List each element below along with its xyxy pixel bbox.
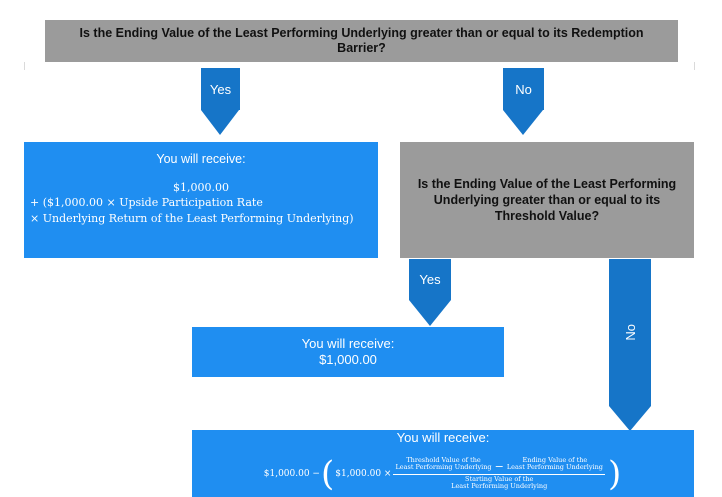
question-redemption-text: Is the Ending Value of the Least Perform… (79, 26, 644, 55)
formula-ending-l1: Ending Value of the (522, 456, 588, 464)
payoff-loss-box: You will receive: $1,000.00 − ( $1,000.0… (192, 430, 694, 497)
formula-numerator: Threshold Value of the Least Performing … (393, 457, 605, 475)
payoff-par-title: You will receive: (301, 336, 395, 351)
formula-threshold-l1: Threshold Value of the (406, 456, 481, 464)
payoff-participation-amount: $1,000.00 (173, 181, 229, 194)
divider-left (24, 62, 25, 70)
arrow-yes-mid-label: Yes (419, 272, 441, 287)
formula-paren-close: ) (607, 453, 622, 494)
arrow-yes-top: Yes (201, 68, 240, 110)
arrow-yes-mid: Yes (409, 259, 451, 300)
arrow-no-right: No (609, 259, 651, 406)
arrow-yes-mid-head (409, 300, 451, 326)
divider-right (694, 62, 695, 70)
formula-lead-amount: $1,000.00 − (263, 468, 320, 479)
payoff-loss-title: You will receive: (396, 430, 490, 445)
payoff-participation-title: You will receive: (156, 152, 246, 166)
question-redemption-barrier: Is the Ending Value of the Least Perform… (45, 20, 678, 62)
arrow-yes-top-head (201, 110, 239, 135)
question-threshold-line-1: Is the Ending Value of the Least Perform… (417, 177, 677, 191)
formula-ending-l2: Least Performing Underlying (506, 463, 603, 471)
payoff-participation-box: You will receive: $1,000.00 + ($1,000.00… (24, 142, 378, 258)
formula-minus-sign: − (494, 460, 504, 473)
arrow-no-top: No (503, 68, 544, 110)
formula-fraction: Threshold Value of the Least Performing … (393, 457, 605, 490)
payoff-loss-formula: $1,000.00 − ( $1,000.00 × Threshold Valu… (192, 453, 694, 494)
payoff-participation-formula: + ($1,000.00 × Upside Participation Rate… (24, 195, 378, 227)
formula-ending-term: Ending Value of the Least Performing Und… (507, 457, 603, 471)
payoff-formula-line-1: + ($1,000.00 × Upside Participation Rate (30, 196, 263, 209)
formula-denominator: Starting Value of the Least Performing U… (451, 475, 547, 490)
question-threshold-line-2: Underlying greater than or equal to its (433, 193, 661, 207)
arrow-no-right-label: No (622, 324, 638, 341)
formula-threshold-term: Threshold Value of the Least Performing … (395, 457, 491, 471)
arrow-no-top-label: No (515, 81, 532, 97)
arrow-no-right-head (609, 406, 651, 431)
formula-threshold-l2: Least Performing Underlying (395, 463, 492, 471)
payoff-par-box: You will receive: $1,000.00 (192, 327, 504, 377)
formula-starting-l2: Least Performing Underlying (451, 482, 548, 490)
formula-starting-l1: Starting Value of the (465, 475, 534, 483)
question-threshold-line-3: Threshold Value? (494, 209, 600, 223)
formula-paren-open: ( (320, 453, 335, 494)
arrow-no-top-head (503, 110, 543, 135)
question-threshold-value: Is the Ending Value of the Least Perform… (400, 142, 694, 258)
arrow-yes-top-label: Yes (209, 81, 232, 97)
payoff-par-amount: $1,000.00 (319, 352, 377, 367)
payoff-formula-line-2: × Underlying Return of the Least Perform… (30, 212, 354, 225)
formula-inner-amount: $1,000.00 × (335, 468, 392, 479)
